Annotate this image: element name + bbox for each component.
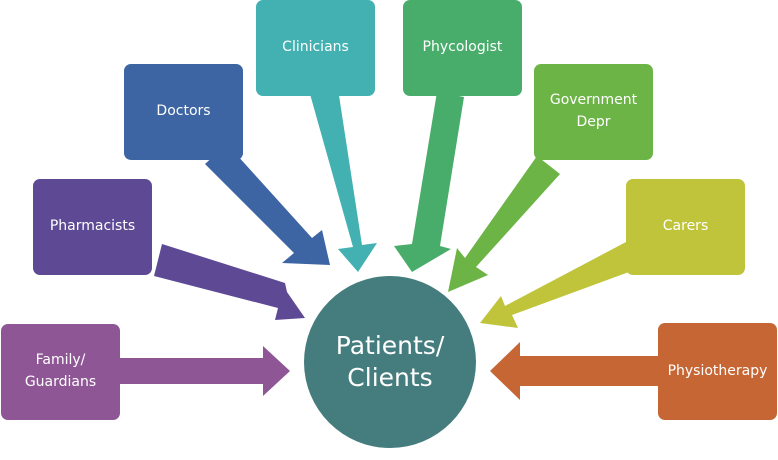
arrow-doctors xyxy=(205,144,330,265)
arrow-pharmacists xyxy=(154,244,305,320)
center-patients-clients: Patients/ Clients xyxy=(304,276,476,448)
arrow-family xyxy=(120,346,290,396)
node-carers: Carers xyxy=(626,179,745,275)
arrow-clinicians xyxy=(310,89,377,272)
node-clinicians: Clinicians xyxy=(256,0,375,96)
arrow-phycologist xyxy=(394,92,464,272)
node-government-depr: Government Depr xyxy=(534,64,653,160)
node-doctors: Doctors xyxy=(124,64,243,160)
arrow-government xyxy=(448,156,560,292)
arrow-physiotherapy xyxy=(490,342,658,400)
node-family-guardians: Family/ Guardians xyxy=(1,324,120,420)
arrow-carers xyxy=(480,242,637,328)
node-physiotherapy: Physiotherapy xyxy=(658,323,777,420)
node-phycologist: Phycologist xyxy=(403,0,522,96)
node-pharmacists: Pharmacists xyxy=(33,179,152,275)
